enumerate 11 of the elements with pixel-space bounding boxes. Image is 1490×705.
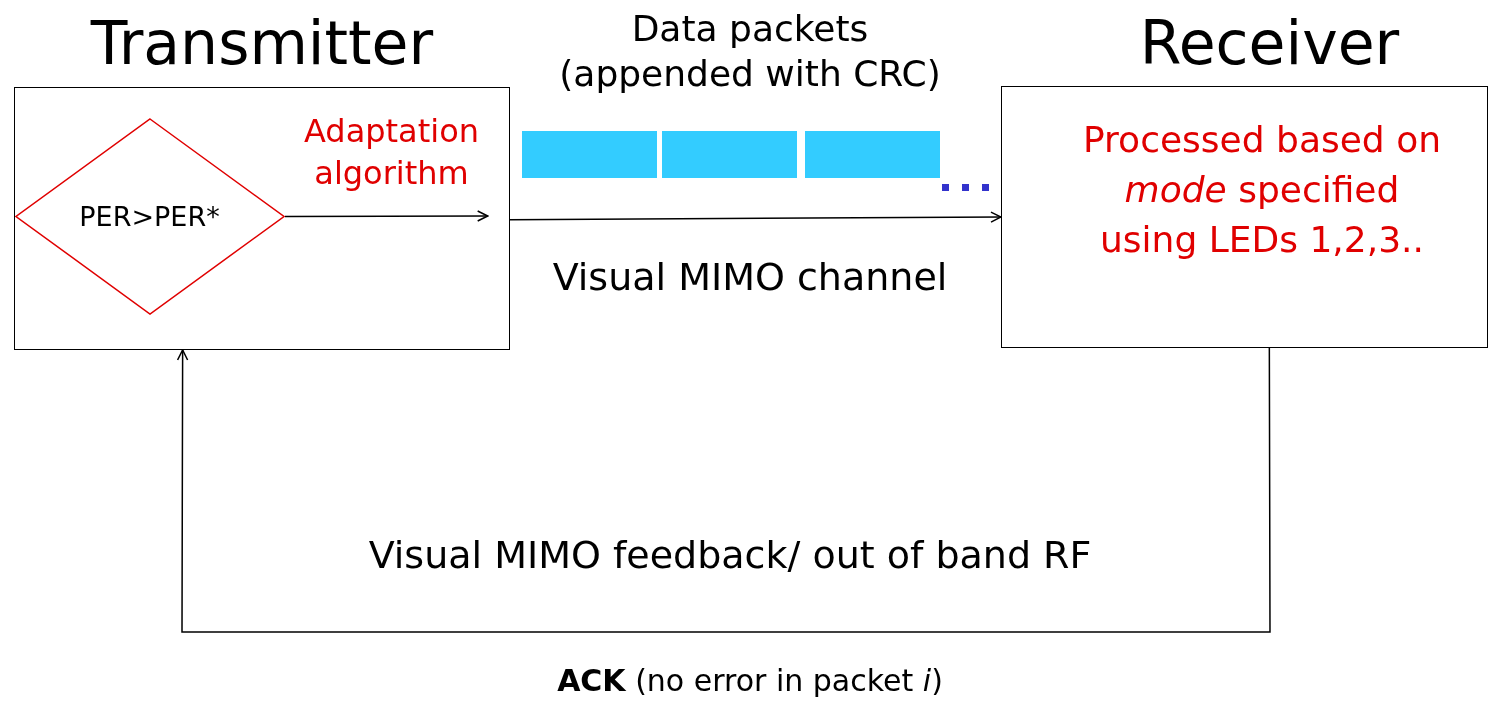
arrow <box>284 210 489 222</box>
note-text: Data packets (appended with CRC) <box>558 7 942 96</box>
block-title: Receiver <box>1139 8 1400 78</box>
block-title: Transmitter <box>90 8 434 78</box>
condition-text: PER>PER* <box>78 200 221 232</box>
arrow <box>509 211 1002 223</box>
algorithm-label: Adaptation algorithm <box>303 110 480 194</box>
decision-diamond <box>14 117 285 315</box>
note-text: ACK (no error in packet i) <box>556 662 944 700</box>
block-description: Processed based on mode specified using LEDs 1,2,3.. <box>1082 118 1442 262</box>
arrow <box>176 347 1271 633</box>
